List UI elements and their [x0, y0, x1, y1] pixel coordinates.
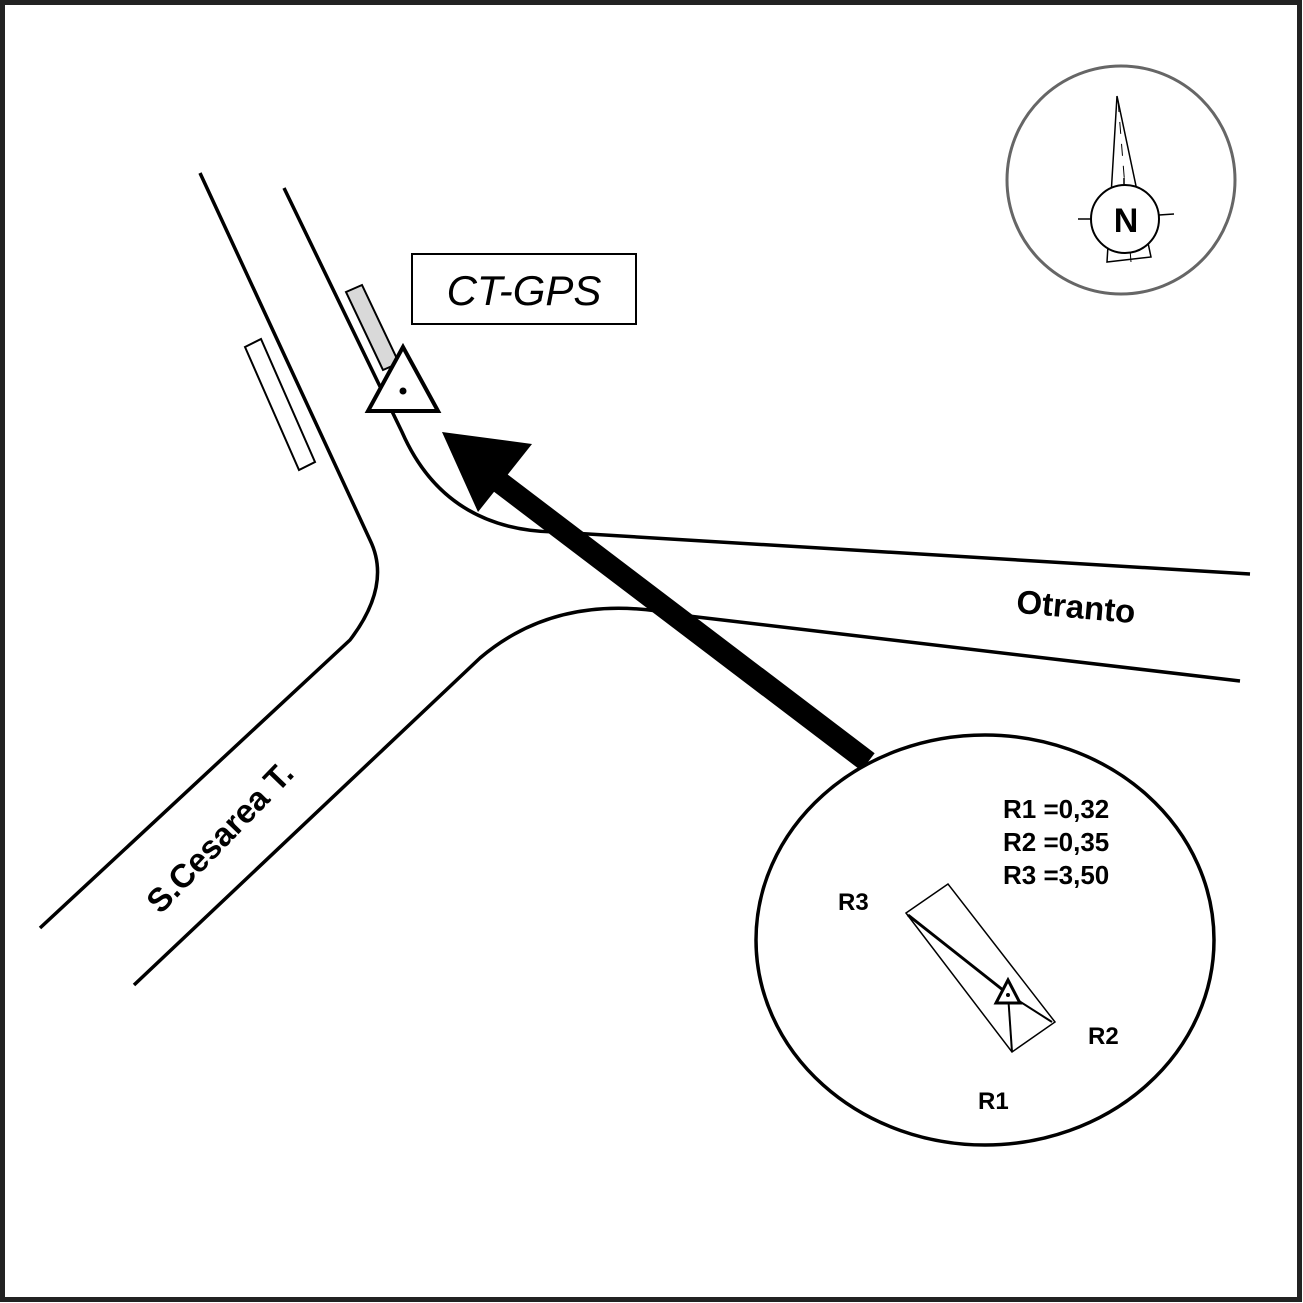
inset-station-triangle-icon — [993, 976, 1023, 1005]
inset-station-dot-icon — [1006, 993, 1010, 997]
road-edge-northeast — [282, 187, 1251, 576]
station-marker — [364, 342, 442, 413]
shelter-west — [243, 337, 317, 472]
inset-reading-r1: R1 =0,32 — [1003, 794, 1109, 824]
inset-axis-r3 — [907, 913, 1009, 996]
compass-ring — [1005, 64, 1237, 296]
station-label: CT-GPS — [447, 267, 602, 314]
detail-inset: R1 =0,32 R2 =0,35 R3 =3,50 R3 R2 R1 — [754, 733, 1216, 1147]
road-edge-west — [38, 172, 380, 930]
station-label-box — [411, 253, 637, 325]
station-triangle-icon — [364, 342, 442, 413]
direction-arrow-shaft — [491, 472, 875, 771]
inset-label-r2: R2 — [1088, 1023, 1119, 1050]
direction-arrow-head-icon — [442, 432, 532, 512]
direction-arrow — [442, 432, 875, 771]
inset-label-r3: R3 — [838, 889, 869, 916]
inset-reading-r3: R3 =3,50 — [1003, 860, 1109, 890]
station-dot-icon — [399, 387, 407, 395]
compass-needle-icon — [1106, 95, 1152, 263]
inset-label-r1: R1 — [978, 1088, 1009, 1115]
inset-orientation-box — [904, 882, 1057, 1054]
inset-circle — [754, 733, 1216, 1147]
north-compass: N — [1005, 64, 1237, 296]
compass-north-letter: N — [1114, 202, 1139, 240]
compass-tick-east — [1158, 213, 1175, 216]
inset-reading-r2: R2 =0,35 — [1003, 827, 1109, 857]
